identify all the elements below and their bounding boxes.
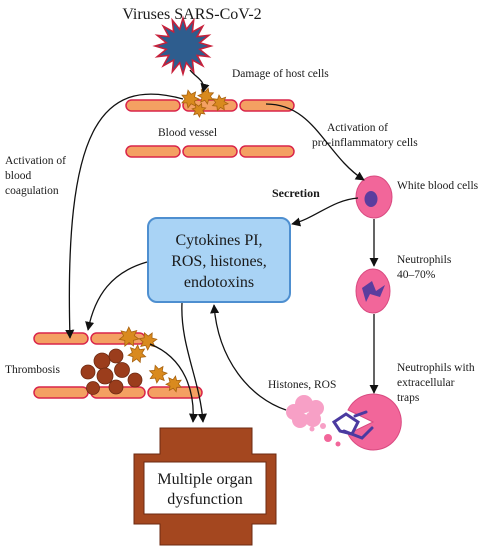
histones-cloud-icon xyxy=(286,395,326,432)
organ-dysfunction-line2: dysfunction xyxy=(167,491,243,508)
activation-proinflammatory-line1: Activation of xyxy=(327,122,388,134)
neutrophils-traps-line2: extracellular xyxy=(397,377,455,389)
arrow-cytokines-to-organs xyxy=(181,302,207,423)
organ-dysfunction-line1: Multiple organ xyxy=(157,471,252,488)
cytokines-line3: endotoxins xyxy=(184,274,254,291)
thrombosis-label: Thrombosis xyxy=(5,364,60,376)
cytokines-box xyxy=(147,217,291,303)
secretion-label: Secretion xyxy=(272,186,320,200)
cytokines-line1: Cytokines PI, xyxy=(175,232,262,249)
arrow-vessel-to-wbc xyxy=(265,103,365,181)
neutrophil-icon xyxy=(355,268,391,314)
platelet-cluster-thrombosis xyxy=(118,326,183,393)
white-blood-cells-label: White blood cells xyxy=(397,180,479,192)
neutrophils-line1: Neutrophils xyxy=(397,254,452,266)
arrows xyxy=(65,69,379,423)
virus-label: Viruses SARS-CoV-2 xyxy=(122,6,261,23)
neutrophils-line2: 40–70% xyxy=(397,269,436,281)
arrow-coagulation xyxy=(65,93,184,339)
blood-vessel-label: Blood vessel xyxy=(158,127,217,139)
neutrophil-trap-icon xyxy=(324,393,402,451)
arrow-histones-to-cytokines xyxy=(210,304,287,411)
activation-coagulation-line2: blood xyxy=(5,170,31,182)
activation-coagulation-line3: coagulation xyxy=(5,185,59,197)
red-blood-cell-cluster xyxy=(80,348,143,395)
arrow-cytokines-to-thrombosis xyxy=(85,261,148,331)
arrow-thrombosis-to-organs xyxy=(149,343,199,423)
arrow-virus-to-vessel xyxy=(189,69,210,93)
damage-label: Damage of host cells xyxy=(232,68,329,80)
cytokines-line2: ROS, histones, xyxy=(171,253,267,270)
histones-ros-label: Histones, ROS xyxy=(268,379,336,391)
organ-dysfunction-box xyxy=(143,461,267,515)
virus-icon xyxy=(152,15,214,77)
white-blood-cell-icon xyxy=(355,175,393,219)
activation-proinflammatory-line2: pro-inflammatory cells xyxy=(312,137,418,149)
neutrophils-traps-line3: traps xyxy=(397,392,420,404)
neutrophils-traps-line1: Neutrophils with xyxy=(397,362,475,374)
activation-coagulation-line1: Activation of xyxy=(5,155,66,167)
arrow-secretion xyxy=(291,197,359,227)
